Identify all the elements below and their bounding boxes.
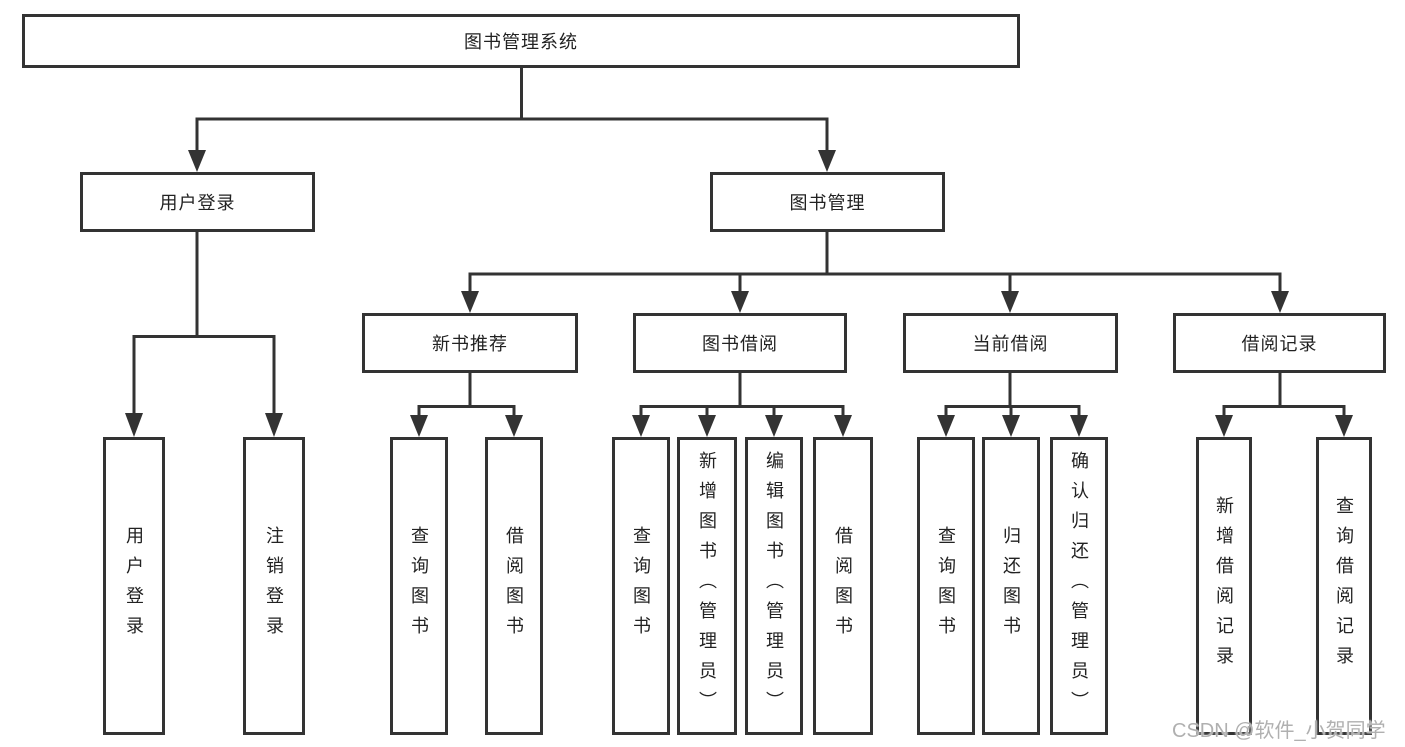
leaf-borrow-books-recommend: 借阅图书 [485,437,543,735]
node-book-management-label: 图书管理 [789,193,866,213]
leaf-add-borrow-record: 新增借阅记录 [1196,437,1252,735]
node-user-login-label: 用户登录 [159,193,236,213]
leaf-query-books-recommend: 查询图书 [390,437,448,735]
watermark: CSDN @软件_小贺同学 [1172,720,1386,742]
leaf-user-login: 用户登录 [103,437,165,735]
leaf-borrow-books-borrowing-label: 借阅图书 [833,526,853,646]
node-current-borrowing: 当前借阅 [903,313,1118,373]
node-book-borrowing-label: 图书借阅 [702,334,778,354]
leaf-return-books-label: 归还图书 [1001,526,1021,646]
leaf-query-books-current-label: 查询图书 [936,526,956,646]
leaf-edit-books-admin-label: 编辑图书（管理员） [764,451,784,721]
leaf-add-books-admin: 新增图书（管理员） [677,437,737,735]
node-user-login: 用户登录 [80,172,315,232]
node-book-borrowing: 图书借阅 [633,313,847,373]
leaf-edit-books-admin: 编辑图书（管理员） [745,437,803,735]
node-root-label: 图书管理系统 [464,32,578,52]
node-new-book-recommendation-label: 新书推荐 [432,334,508,354]
leaf-query-borrow-record-label: 查询借阅记录 [1334,496,1354,676]
leaf-return-books: 归还图书 [982,437,1040,735]
leaf-borrow-books-recommend-label: 借阅图书 [504,526,524,646]
leaf-add-books-admin-label: 新增图书（管理员） [697,451,717,721]
leaf-borrow-books-borrowing: 借阅图书 [813,437,873,735]
node-new-book-recommendation: 新书推荐 [362,313,578,373]
node-current-borrowing-label: 当前借阅 [972,334,1049,354]
leaf-query-books-borrowing-label: 查询图书 [631,526,651,646]
node-book-management: 图书管理 [710,172,945,232]
leaf-user-login-label: 用户登录 [124,526,144,646]
leaf-query-books-borrowing: 查询图书 [612,437,670,735]
leaf-confirm-return-admin: 确认归还（管理员） [1050,437,1108,735]
leaf-query-books-current: 查询图书 [917,437,975,735]
leaf-query-borrow-record: 查询借阅记录 [1316,437,1372,735]
leaf-logout: 注销登录 [243,437,305,735]
leaf-query-books-recommend-label: 查询图书 [409,526,429,646]
leaf-add-borrow-record-label: 新增借阅记录 [1214,496,1234,676]
node-root-system: 图书管理系统 [22,14,1020,68]
leaf-confirm-return-admin-label: 确认归还（管理员） [1069,451,1089,721]
node-borrowing-records: 借阅记录 [1173,313,1386,373]
node-borrowing-records-label: 借阅记录 [1241,334,1318,354]
leaf-logout-label: 注销登录 [264,526,284,646]
